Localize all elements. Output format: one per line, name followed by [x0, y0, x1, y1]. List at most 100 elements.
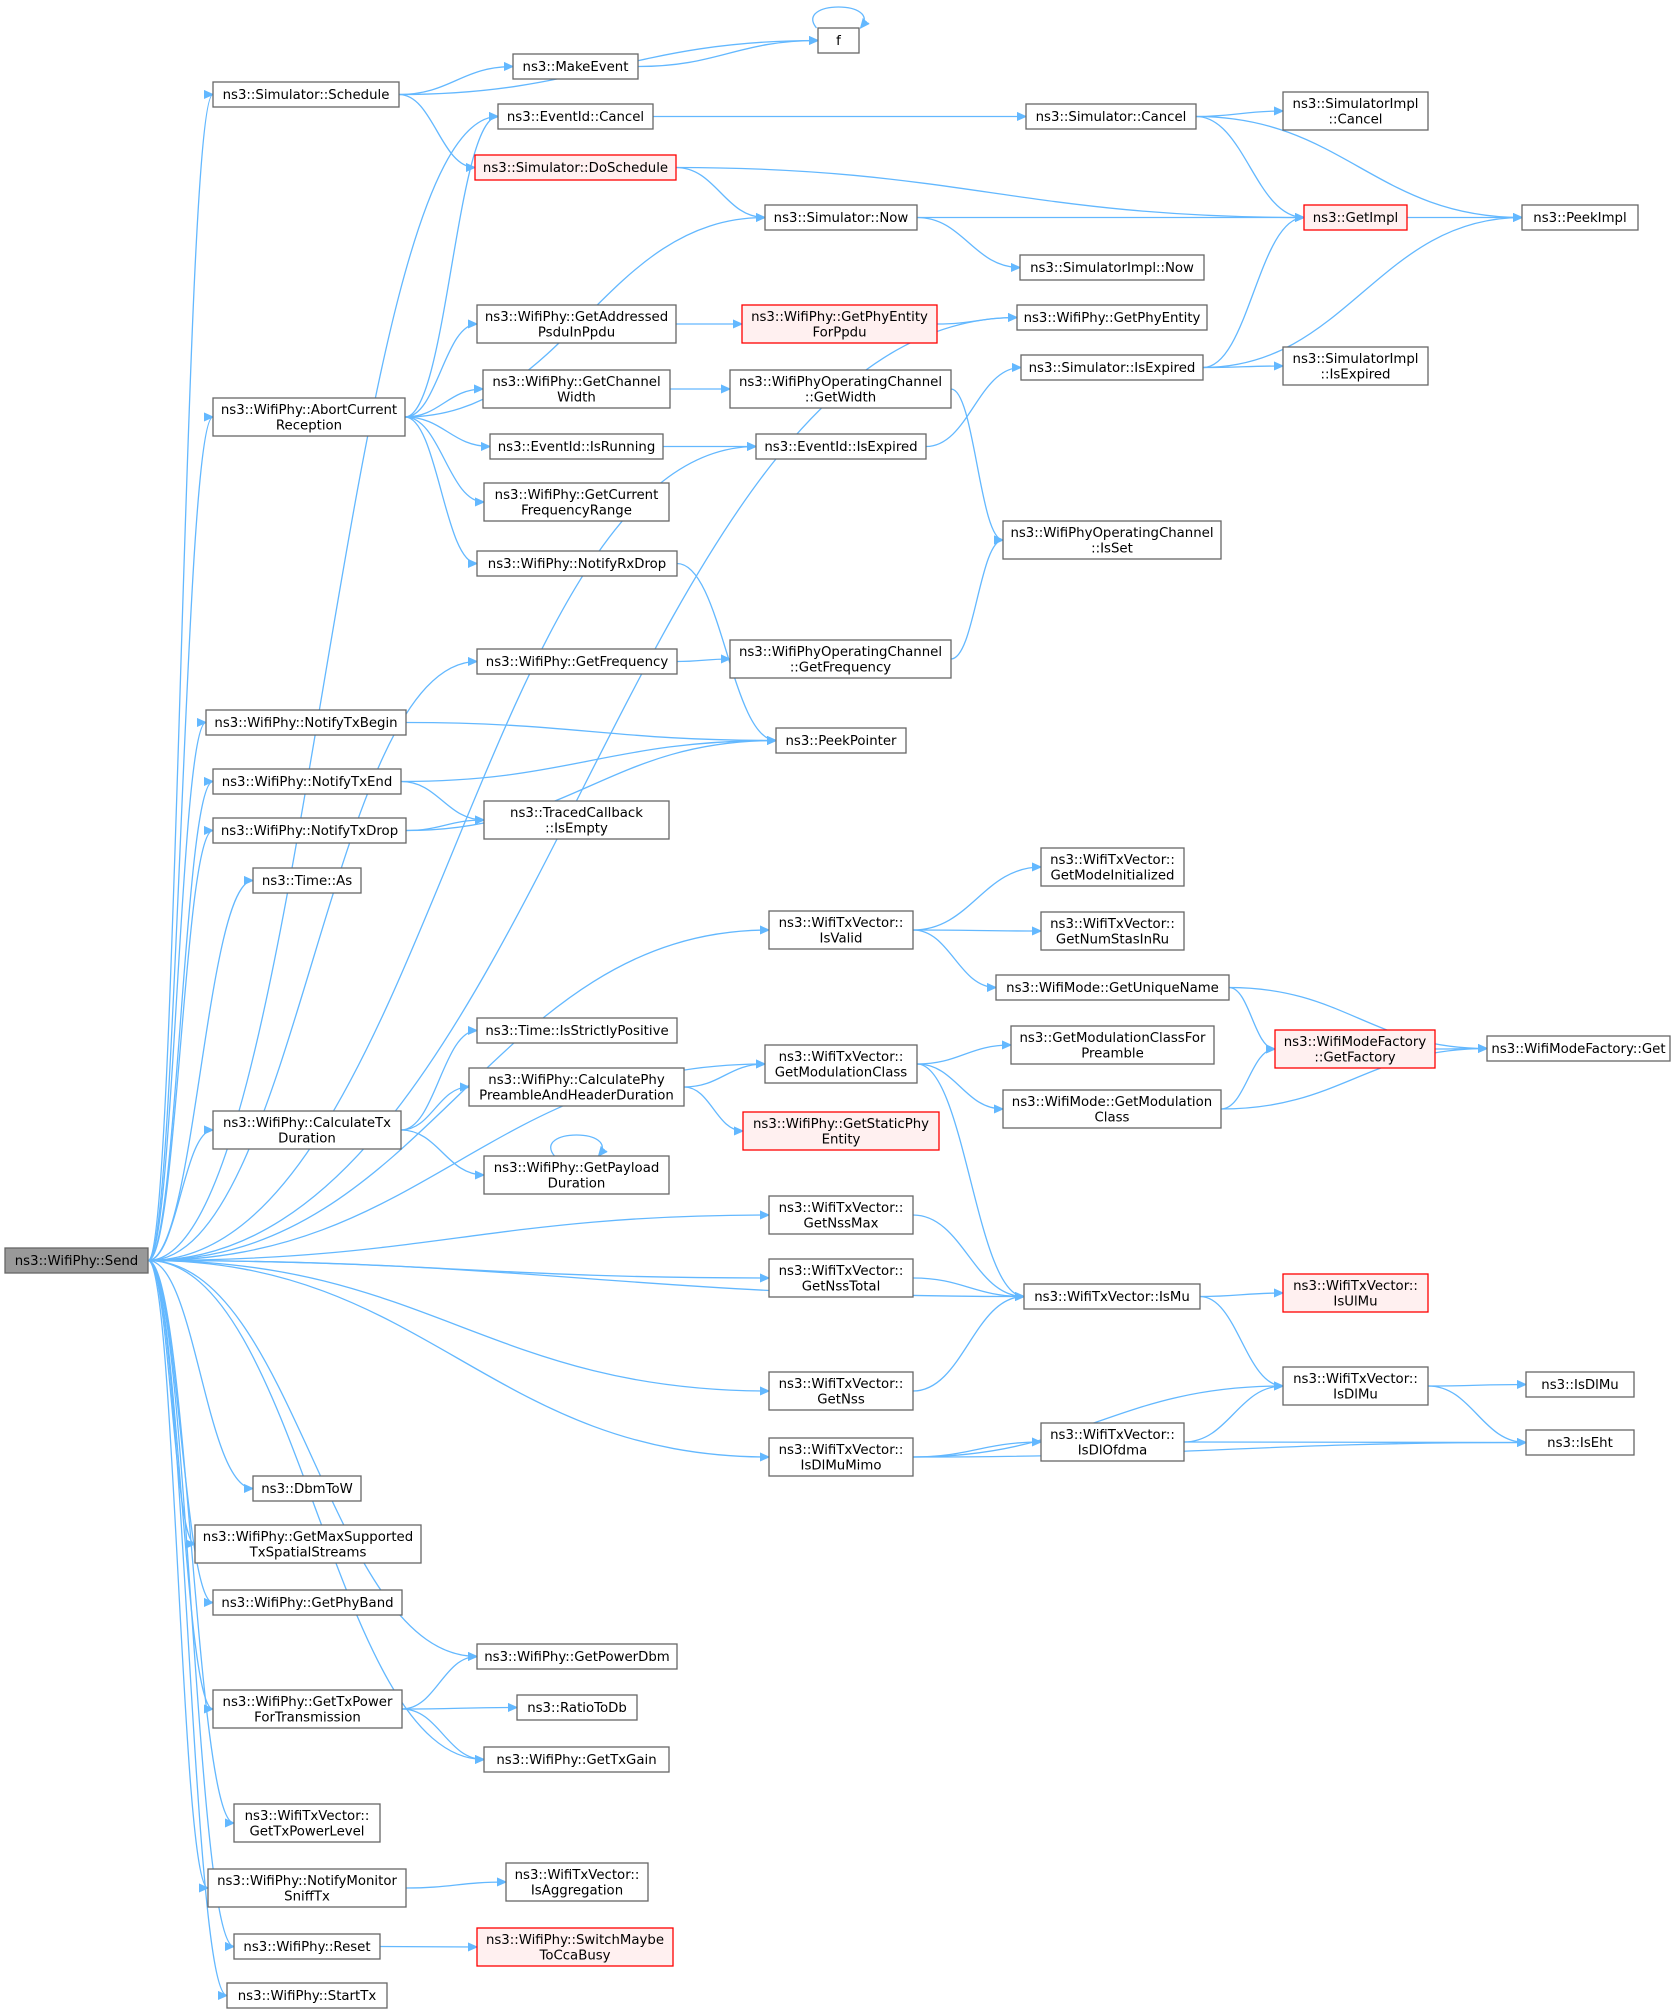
node-isdlofdma[interactable]: ns3::WifiTxVector::IsDlOfdma	[1040, 1422, 1185, 1462]
node-isstrictpos[interactable]: ns3::Time::IsStrictlyPositive	[476, 1017, 678, 1044]
node-label: TxSpatialStreams	[249, 1545, 367, 1560]
node-box	[505, 1862, 649, 1902]
node-txdrop[interactable]: ns3::WifiPhy::NotifyTxDrop	[212, 817, 407, 844]
edge-line	[683, 1086, 743, 1131]
node-schedule[interactable]: ns3::Simulator::Schedule	[212, 81, 400, 108]
edge-line	[405, 721, 776, 741]
edge-line	[1228, 986, 1487, 1049]
node-simisexpired[interactable]: ns3::Simulator::IsExpired	[1020, 354, 1204, 381]
node-factoryget[interactable]: ns3::WifiModeFactory::Get	[1486, 1035, 1671, 1062]
edge-send-to-schedule	[147, 95, 213, 1262]
node-peekptr[interactable]: ns3::PeekPointer	[775, 727, 907, 754]
node-send[interactable]: ns3::WifiPhy::Send	[4, 1247, 149, 1274]
node-dbmtow[interactable]: ns3::DbmToW	[252, 1475, 362, 1502]
node-getfreq[interactable]: ns3::WifiPhy::GetFrequency	[476, 648, 678, 675]
node-isulmu[interactable]: ns3::WifiTxVector::IsUlMu	[1282, 1273, 1429, 1313]
node-box	[212, 768, 402, 795]
node-box	[1040, 847, 1185, 887]
node-label: ns3::WifiPhyOperatingChannel	[1010, 526, 1213, 541]
node-isrunning[interactable]: ns3::EventId::IsRunning	[489, 433, 664, 460]
node-rxdrop[interactable]: ns3::WifiPhy::NotifyRxDrop	[476, 550, 678, 577]
node-peekimpl[interactable]: ns3::PeekImpl	[1521, 204, 1639, 231]
node-getuniquename[interactable]: ns3::WifiMode::GetUniqueName	[995, 974, 1230, 1001]
node-opgetwidth[interactable]: ns3::WifiPhyOperatingChannel::GetWidth	[729, 369, 952, 409]
node-ratiotodb[interactable]: ns3::RatioToDb	[516, 1694, 638, 1721]
node-simcancel[interactable]: ns3::Simulator::Cancel	[1025, 103, 1197, 130]
node-getmaxss[interactable]: ns3::WifiPhy::GetMaxSupportedTxSpatialSt…	[194, 1524, 422, 1564]
edge-line	[404, 416, 490, 447]
node-label: ns3::WifiPhyOperatingChannel	[739, 645, 942, 660]
node-getphyband[interactable]: ns3::WifiPhy::GetPhyBand	[212, 1589, 403, 1616]
edge-line	[912, 1443, 1526, 1458]
node-label: ns3::WifiPhy::GetPowerDbm	[484, 1650, 670, 1665]
node-isdlmu[interactable]: ns3::WifiTxVector::IsDlMu	[1282, 1366, 1429, 1406]
node-box	[1002, 1089, 1222, 1129]
node-makeevent[interactable]: ns3::MakeEvent	[512, 53, 639, 80]
node-box	[1282, 91, 1429, 131]
node-getnumstas[interactable]: ns3::WifiTxVector::GetNumStasInRu	[1040, 911, 1185, 951]
node-simimplisexp[interactable]: ns3::SimulatorImpl::IsExpired	[1282, 346, 1429, 386]
node-opgetfreq[interactable]: ns3::WifiPhyOperatingChannel::GetFrequen…	[729, 639, 952, 679]
node-simimplcancel[interactable]: ns3::SimulatorImpl::Cancel	[1282, 91, 1429, 131]
node-evisexpired[interactable]: ns3::EventId::IsExpired	[755, 433, 927, 460]
node-tracedcb[interactable]: ns3::TracedCallback::IsEmpty	[483, 800, 670, 840]
node-simimplnow[interactable]: ns3::SimulatorImpl::Now	[1019, 254, 1205, 281]
node-starttx[interactable]: ns3::WifiPhy::StartTx	[226, 1982, 388, 2009]
edge-line	[1195, 111, 1283, 118]
node-getfactory[interactable]: ns3::WifiModeFactory::GetFactory	[1274, 1029, 1436, 1069]
node-txbegin[interactable]: ns3::WifiPhy::NotifyTxBegin	[205, 709, 407, 736]
node-box	[1040, 911, 1185, 951]
node-isdlmumimo[interactable]: ns3::WifiTxVector::IsDlMuMimo	[768, 1437, 914, 1477]
node-getphyent[interactable]: ns3::WifiPhy::GetPhyEntity	[1016, 304, 1208, 331]
node-reset[interactable]: ns3::WifiPhy::Reset	[233, 1933, 381, 1960]
edge-calcphypre-to-getstaticphy	[683, 1086, 743, 1131]
node-getpowerdbm[interactable]: ns3::WifiPhy::GetPowerDbm	[476, 1643, 678, 1670]
node-calcphypre[interactable]: ns3::WifiPhy::CalculatePhyPreambleAndHea…	[468, 1067, 685, 1107]
node-ismu[interactable]: ns3::WifiTxVector::IsMu	[1023, 1283, 1201, 1310]
edge-abort-to-getaddr	[404, 324, 477, 418]
node-evcancel[interactable]: ns3::EventId::Cancel	[497, 103, 654, 130]
node-label: ::IsEmpty	[545, 821, 608, 836]
node-gettxgain[interactable]: ns3::WifiPhy::GetTxGain	[483, 1746, 670, 1773]
node-iseht[interactable]: ns3::IsEht	[1525, 1429, 1635, 1456]
node-label: ::Cancel	[1328, 112, 1382, 127]
edge-send-to-reset	[147, 1259, 234, 1947]
node-box	[483, 482, 670, 522]
node-getnss[interactable]: ns3::WifiTxVector::GetNss	[768, 1371, 914, 1411]
node-modegetmodclass[interactable]: ns3::WifiMode::GetModulationClass	[1002, 1089, 1222, 1129]
node-doschedule[interactable]: ns3::Simulator::DoSchedule	[474, 154, 677, 181]
edge-calctx-to-getpayload	[400, 1129, 484, 1175]
node-isaggr[interactable]: ns3::WifiTxVector::IsAggregation	[505, 1862, 649, 1902]
node-getimpl[interactable]: ns3::GetImpl	[1303, 204, 1408, 231]
node-label: GetModulationClass	[775, 1065, 908, 1080]
edge-schedule-to-makeevent	[398, 67, 513, 96]
node-box	[1282, 1366, 1429, 1406]
node-txend[interactable]: ns3::WifiPhy::NotifyTxEnd	[212, 768, 402, 795]
node-simnow[interactable]: ns3::Simulator::Now	[764, 204, 918, 231]
node-f[interactable]: f	[817, 27, 860, 54]
node-timeas[interactable]: ns3::Time::As	[252, 867, 362, 894]
node-getmodclass[interactable]: ns3::WifiTxVector::GetModulationClass	[764, 1044, 918, 1084]
node-getnsstotal[interactable]: ns3::WifiTxVector::GetNssTotal	[768, 1258, 914, 1298]
edge-line	[683, 1064, 765, 1088]
node-getnssmax[interactable]: ns3::WifiTxVector::GetNssMax	[768, 1195, 914, 1235]
node-box	[474, 154, 677, 181]
node-gettxpowerlevel[interactable]: ns3::WifiTxVector::GetTxPowerLevel	[233, 1803, 381, 1843]
node-nsisdlmu[interactable]: ns3::IsDlMu	[1525, 1371, 1635, 1398]
node-txisvalid[interactable]: ns3::WifiTxVector::IsValid	[768, 910, 914, 950]
node-getmodeinit[interactable]: ns3::WifiTxVector::GetModeInitialized	[1040, 847, 1185, 887]
node-opisset[interactable]: ns3::WifiPhyOperatingChannel::IsSet	[1002, 520, 1222, 560]
node-label: ns3::SimulatorImpl::Now	[1030, 261, 1194, 276]
